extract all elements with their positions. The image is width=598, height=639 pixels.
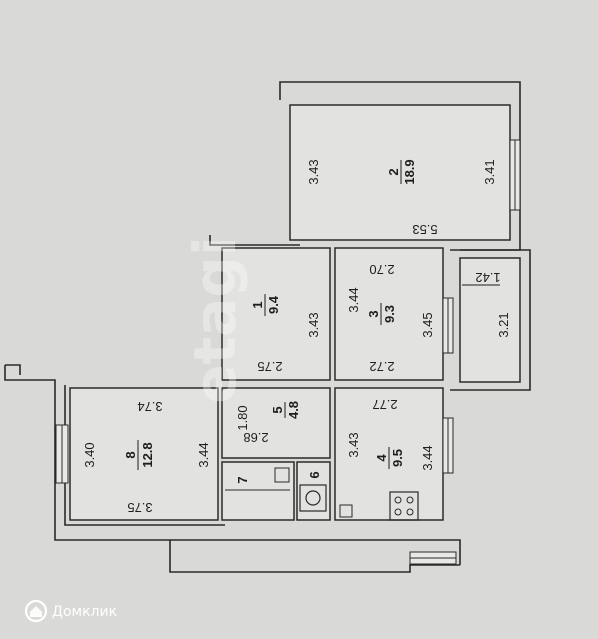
balcony [459,257,521,383]
room-2-dim-bottom: 5.53 [412,222,437,237]
room-3-dim-left: 3.44 [346,287,361,312]
room-5-dim-bottom: 2.68 [243,430,268,445]
room-4-number: 4 [374,454,389,462]
room-3-area: 9.3 [382,305,397,323]
room-8-number: 8 [123,451,138,458]
room-2 [289,104,511,241]
room-8-dim-bottom: 3.75 [127,500,152,515]
room-4-dim-right: 3.44 [420,445,435,470]
balcony-dim-top: 1.42 [475,270,500,285]
room-1 [221,247,331,381]
balcony-dim-side: 3.21 [496,312,511,337]
room-2-dim-right: 3.41 [482,159,497,184]
room-3-dim-top: 2.70 [369,262,394,277]
room-4-dim-left: 3.43 [346,432,361,457]
room-7 [221,461,295,521]
watermark: etagi [181,236,249,404]
room-4-area: 9.5 [390,449,405,467]
room-5-number: 5 [270,406,285,413]
room-2-number: 2 [386,168,401,175]
room-3-dim-right: 3.45 [420,312,435,337]
room-8 [69,387,219,521]
domclick-logo-icon [24,599,48,623]
room-6-number: 6 [307,471,322,478]
room-1-dim-right: 3.43 [306,312,321,337]
room-4-dim-top: 2.77 [372,397,397,412]
room-8-dim-left: 3.40 [82,442,97,467]
brand-name: Домклик [52,604,117,620]
brand-badge: Домклик [24,599,117,623]
fixtures [225,467,419,521]
room-2-area: 18.9 [402,159,417,184]
room-1-area: 9.4 [266,295,281,314]
room-8-area: 12.8 [140,442,155,467]
room-2-dim-left: 3.43 [306,159,321,184]
room-3-dim-bottom: 2.72 [369,359,394,374]
room-5-dim-left: 1.80 [235,405,250,430]
room-1-number: 1 [250,301,265,308]
windows [55,139,521,565]
room-8-dim-top: 3.74 [137,399,162,414]
room-5 [221,387,331,459]
room-5-area: 4.8 [286,401,301,419]
room-1-dim-bottom: 2.75 [257,359,282,374]
room-7-number: 7 [235,476,250,483]
room-8-dim-right: 3.44 [196,442,211,467]
room-3-number: 3 [366,310,381,317]
